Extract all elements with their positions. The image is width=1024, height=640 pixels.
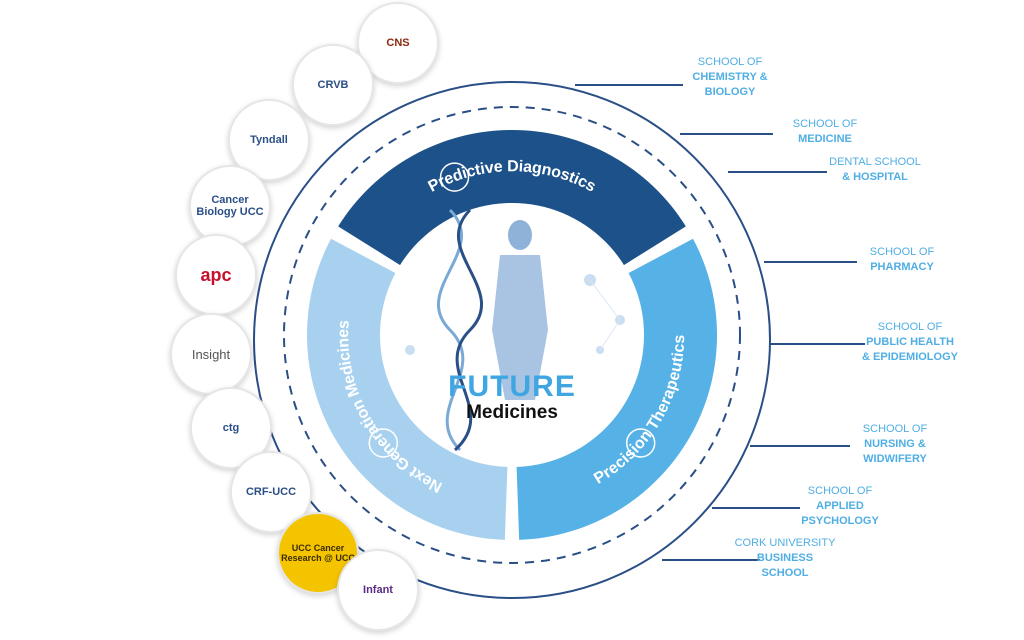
school-label-line: PSYCHOLOGY — [801, 514, 879, 527]
partner-logo[interactable]: Insight — [170, 313, 252, 395]
partner-name: Tyndall — [250, 134, 288, 146]
school-label-line: MEDICINE — [798, 133, 852, 145]
school-label-line: WIDWIFERY — [863, 452, 927, 465]
school-label-line: SCHOOL OF — [877, 320, 943, 333]
school-label-line: BUSINESS — [756, 551, 814, 564]
partner-name: CNS — [386, 37, 410, 49]
school-label[interactable]: SCHOOL OF CHEMISTRY & BIOLOGY — [665, 55, 795, 100]
school-label[interactable]: SCHOOL OF PHARMACY — [837, 245, 967, 275]
school-label[interactable]: CORK UNIVERSITY BUSINESS SCHOOL — [720, 536, 850, 581]
segment-0[interactable] — [338, 130, 686, 267]
outer-ring — [253, 81, 771, 599]
partner-logo[interactable]: Cancer Biology UCC — [189, 165, 271, 247]
school-label-line: SCHOOL — [761, 566, 809, 579]
partner-name: ctg — [222, 422, 240, 434]
partner-logo[interactable]: CRF-UCC — [230, 451, 312, 533]
dna-human-illustration — [405, 208, 625, 452]
partner-name: Insight — [191, 346, 231, 362]
school-label[interactable]: SCHOOL OF PUBLIC HEALTH & EPIDEMIOLOGY — [845, 320, 975, 365]
school-label-line: CHEMISTRY & — [692, 71, 768, 83]
people-icon — [368, 428, 399, 458]
dashed-ring — [283, 106, 741, 564]
school-label-line: & EPIDEMIOLOGY — [862, 350, 958, 363]
school-label[interactable]: SCHOOL OF NURSING & WIDWIFERY — [830, 422, 960, 467]
connector-lines — [575, 84, 865, 561]
school-label-line: SCHOOL OF — [697, 56, 763, 68]
medicines-subtitle: Medicines — [466, 402, 558, 423]
segment-2[interactable] — [306, 238, 508, 540]
school-label-line: PUBLIC HEALTH — [866, 335, 954, 348]
partner-name: CRF-UCC — [245, 486, 297, 498]
school-label-line: SCHOOL OF — [862, 422, 928, 435]
school-label[interactable]: DENTAL SCHOOL & HOSPITAL — [810, 155, 940, 185]
future-title: FUTURE — [448, 370, 576, 403]
school-label-line: SCHOOL OF — [807, 484, 873, 497]
target-icon — [625, 428, 656, 458]
partner-name: UCC Cancer Research @ UCC — [281, 543, 355, 563]
partner-name: Infant — [363, 584, 393, 596]
school-label-line: PHARMACY — [870, 261, 934, 273]
partner-name: apc — [200, 264, 232, 285]
school-label[interactable]: SCHOOL OF MEDICINE — [760, 117, 890, 147]
partner-logo[interactable]: apc — [175, 234, 257, 316]
school-label-line: & HOSPITAL — [842, 171, 908, 183]
partner-logo[interactable]: Infant — [337, 549, 419, 631]
school-label-line: BIOLOGY — [704, 86, 756, 98]
school-label[interactable]: SCHOOL OF APPLIED PSYCHOLOGY — [775, 484, 905, 529]
partner-name: Cancer Biology UCC — [196, 194, 264, 218]
school-label-line: SCHOOL OF — [792, 118, 858, 130]
partner-logo[interactable]: CRVB — [292, 44, 374, 126]
partner-name: CRVB — [317, 79, 349, 91]
school-label-line: NURSING & — [864, 437, 926, 450]
monitor-hands-icon — [439, 162, 470, 192]
school-label-line: SCHOOL OF — [869, 246, 935, 258]
partner-logo[interactable]: CNS — [357, 2, 439, 84]
school-label-line: APPLIED — [816, 499, 864, 512]
segment-1[interactable] — [516, 238, 718, 540]
school-label-line: DENTAL SCHOOL — [829, 156, 921, 168]
center-title: FUTURE Medicines — [412, 372, 612, 424]
school-label-line: CORK UNIVERSITY — [734, 536, 836, 549]
